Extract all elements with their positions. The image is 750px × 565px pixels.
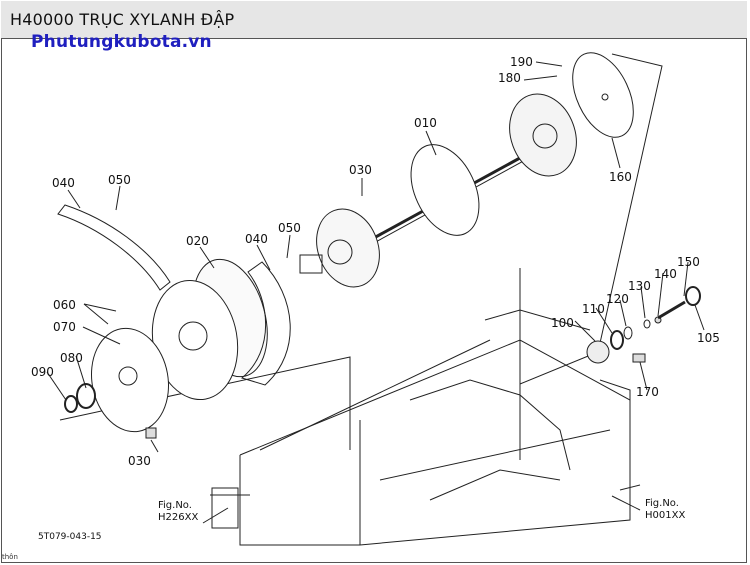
cap-105	[685, 286, 701, 306]
callout-180: 180	[498, 71, 521, 85]
spider-disc-middle	[316, 208, 380, 288]
seal-110	[610, 330, 624, 350]
title-bar: H40000 TRỤC XYLANH ĐẬP	[1, 1, 747, 39]
callout-030-lower: 030	[128, 454, 151, 468]
callout-190: 190	[510, 55, 533, 69]
thresher-frame-outline	[239, 339, 631, 546]
disc-010	[410, 144, 480, 236]
callout-140: 140	[654, 267, 677, 281]
page-title: H40000 TRỤC XYLANH ĐẬP	[10, 10, 235, 29]
callout-080: 080	[60, 351, 83, 365]
callout-105: 105	[697, 331, 720, 345]
ring-040-right	[240, 261, 291, 386]
callout-060: 060	[53, 298, 76, 312]
bearing-housing-100	[586, 340, 610, 364]
callout-050-left: 050	[108, 173, 131, 187]
fig-ref-label: Fig.No.	[645, 498, 679, 509]
callout-150: 150	[677, 255, 700, 269]
watermark: Phutungkubota.vn	[31, 32, 212, 52]
spider-disc-180	[509, 93, 577, 177]
callout-170: 170	[636, 385, 659, 399]
callout-090: 090	[31, 365, 54, 379]
callout-010: 010	[414, 116, 437, 130]
fig-ref-h001xx[interactable]: Fig.No. H001XX	[645, 498, 685, 522]
fig-ref-code: H226XX	[158, 512, 199, 523]
bearing-080	[76, 383, 96, 409]
fig-ref-code: H001XX	[645, 510, 686, 521]
bolt-170	[632, 353, 646, 363]
callout-040-right: 040	[245, 232, 268, 246]
callout-050-right: 050	[278, 221, 301, 235]
ring-040-left	[57, 204, 171, 291]
fig-ref-label: Fig.No.	[158, 500, 192, 511]
callout-120: 120	[606, 292, 629, 306]
callout-020: 020	[186, 234, 209, 248]
callout-070: 070	[53, 320, 76, 334]
fig-ref-h226xx[interactable]: Fig.No. H226XX	[158, 500, 198, 524]
bolt-030-lower	[145, 427, 157, 439]
callout-040-left: 040	[52, 176, 75, 190]
callout-030-upper: 030	[349, 163, 372, 177]
callout-130: 130	[628, 279, 651, 293]
washer-120	[623, 326, 633, 340]
seal-090	[64, 395, 78, 413]
drawing-code: 5T079-043-15	[38, 532, 102, 542]
ring-130	[643, 319, 651, 329]
footnote: thôn	[2, 553, 18, 561]
callout-100: 100	[551, 316, 574, 330]
callout-160: 160	[609, 170, 632, 184]
callout-110: 110	[582, 302, 605, 316]
